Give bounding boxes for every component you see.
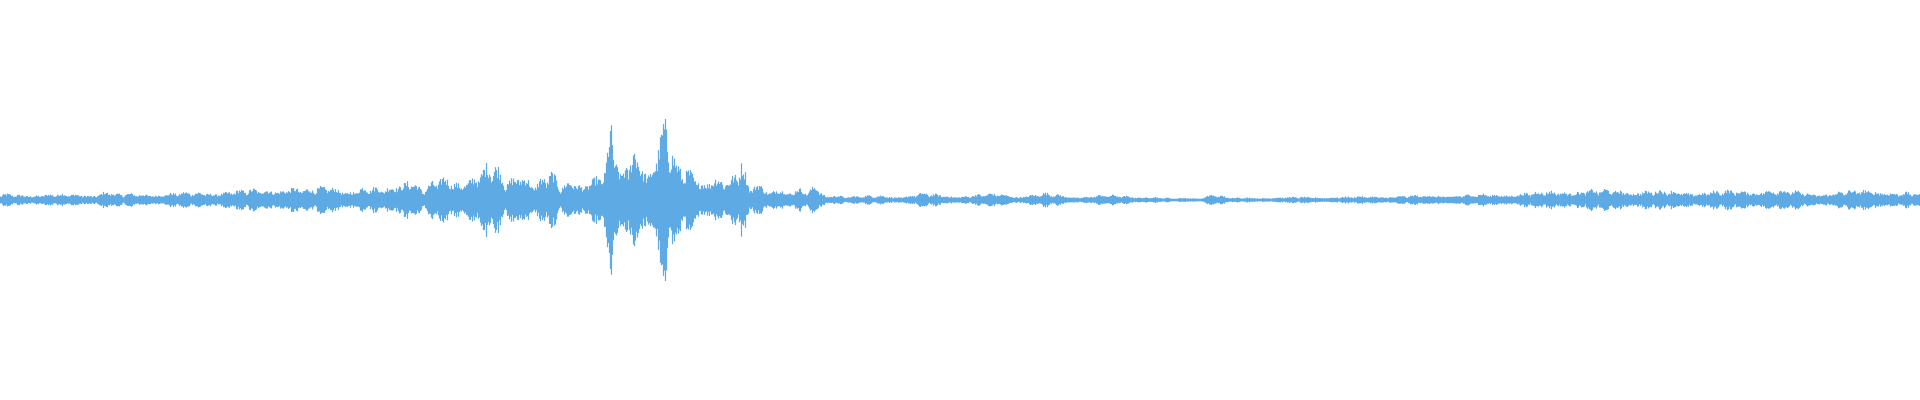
waveform-bars	[0, 119, 1920, 281]
